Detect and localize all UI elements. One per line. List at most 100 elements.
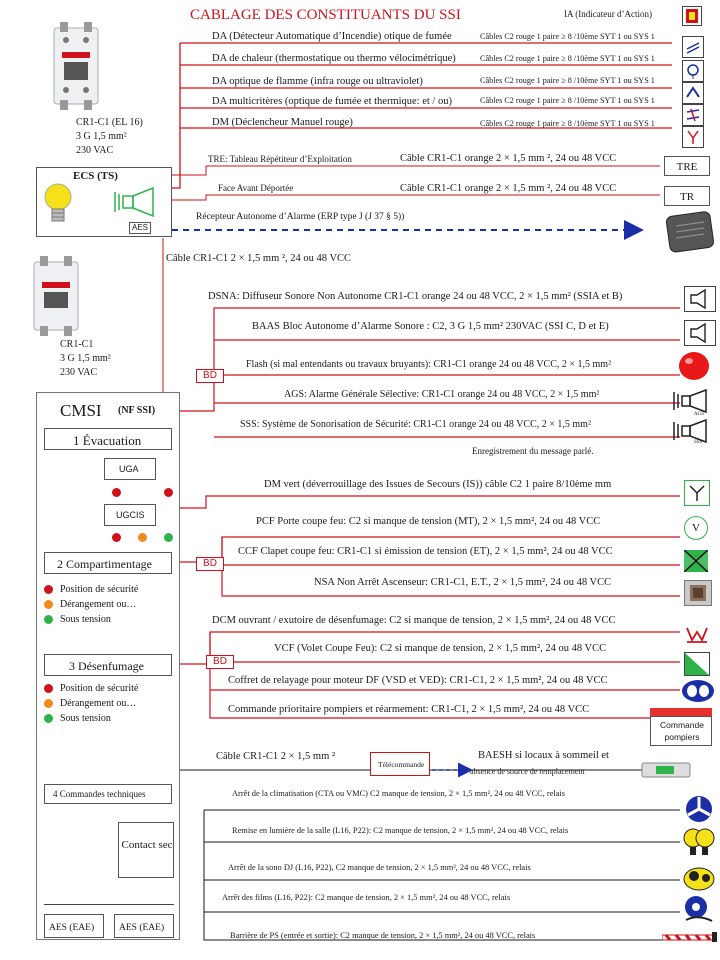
legend2-tension: Sous tension	[60, 713, 111, 724]
legend-position: Position de sécurité	[60, 584, 139, 595]
breaker1-voltage: 230 VAC	[76, 145, 114, 156]
section-evacuation[interactable]: 1 Évacuation	[44, 428, 172, 450]
breaker1-section: 3 G 1,5 mm²	[76, 131, 127, 142]
telecommande-label: Télécommande	[378, 760, 425, 769]
baesh-line1: BAESH si locaux à sommeil et	[478, 750, 609, 761]
erp-label: Récepteur Autonome d’Alarme (ERP type J …	[196, 212, 405, 222]
pcf-icon: V	[684, 516, 708, 540]
ia-indicator-icon	[682, 6, 702, 26]
circuit-breaker-1-icon	[50, 22, 102, 110]
dsna-icon	[684, 286, 716, 312]
section-commandes-label: 4 Commandes techniques	[53, 789, 146, 799]
multicriteria-detector-icon	[682, 104, 704, 126]
legend2-red-dot	[44, 684, 53, 693]
circuit-breaker-2-icon	[30, 256, 82, 336]
bd-compartimentage: BD	[196, 557, 224, 571]
legend2-position: Position de sécurité	[60, 683, 139, 694]
ugcis-led-red	[112, 533, 121, 542]
ecs-box: ECS (TS) AES	[36, 167, 172, 237]
bd-evacuation: BD	[196, 369, 224, 383]
legend-red-dot	[44, 585, 53, 594]
relay-box-label: Coffret de relayage pour moteur DF (VSD …	[228, 675, 608, 686]
breaker2-section: 3 G 1,5 mm²	[60, 353, 111, 364]
manual-call-point-icon	[682, 126, 704, 148]
barrier-icon	[662, 932, 718, 942]
tech-barrier-label: Barrière de PS (entrée et sortie): C2 ma…	[230, 931, 536, 940]
ags-siren-icon	[672, 388, 712, 414]
section-desenfumage-label: 3 Désenfumage	[69, 659, 144, 673]
ecs-title: ECS (TS)	[73, 170, 118, 182]
tech-hvac-label: Arrêt de la climatisation (CTA ou VMC) C…	[232, 789, 566, 798]
baesh-line2: absence de source de remplacement	[470, 767, 585, 776]
ugcis-box: UGCIS	[104, 504, 156, 526]
telecommande-box[interactable]: Télécommande	[370, 752, 430, 776]
uga-box: UGA	[104, 458, 156, 480]
aes-eae-left: AES (EAE)	[44, 914, 104, 938]
green-call-point-icon	[684, 480, 710, 506]
legend2-derangement: Dérangement ou…	[60, 698, 137, 709]
smoke-detector-icon	[682, 36, 704, 58]
sss-siren-icon	[672, 418, 712, 444]
tr-cable: Câble CR1-C1 orange 2 × 1,5 mm ², 24 ou …	[400, 183, 617, 194]
ccf-label: CCF Clapet coupe feu: CR1-C1 si émission…	[238, 546, 613, 557]
light-bulbs-icon	[682, 826, 716, 858]
section-compartimentage[interactable]: 2 Compartimentage	[44, 552, 172, 574]
nsa-label: NSA Non Arrêt Ascenseur: CR1-C1, E.T., 2…	[314, 577, 612, 588]
tre-tag: TRE	[664, 156, 710, 176]
commande-pompiers-top-bar	[650, 708, 712, 716]
tech-lighting-label: Remise en lumière de la salle (L16, P22)…	[232, 826, 569, 835]
tr-label: Face Avant Déportée	[218, 183, 294, 193]
tech-sound-label: Arrêt de la sono DJ (L16, P22), C2 manqu…	[228, 863, 531, 872]
cmsi-title: CMSI	[60, 401, 102, 420]
aes-eae-right-label: AES (EAE)	[119, 923, 165, 933]
legend-green-dot	[44, 615, 53, 624]
tech-cable-label: Câble CR1-C1 2 × 1,5 mm ²	[216, 751, 336, 762]
section-commandes[interactable]: 4 Commandes techniques	[44, 784, 172, 804]
flame-detector-icon	[682, 82, 704, 104]
detector-manual-label: DM (Déclencheur Manuel rouge)	[212, 117, 353, 128]
flash-beacon-icon	[676, 350, 712, 382]
legend-tension: Sous tension	[60, 614, 111, 625]
legend2-green-dot	[44, 714, 53, 723]
sss-label: SSS: Système de Sonorisation de Sécurité…	[240, 419, 591, 430]
aes-eae-left-label: AES (EAE)	[49, 923, 95, 933]
detector-heat-label: DA de chaleur (thermostatique ou thermo …	[212, 53, 456, 64]
ecs-aes-label: AES	[129, 222, 152, 234]
ugcis-led-orange	[138, 533, 147, 542]
vcf-damper-icon	[684, 652, 710, 676]
ia-label: IA (Indicateur d’Action)	[564, 9, 652, 19]
detector-manual-cable: Câbles C2 rouge 1 paire ≥ 8 /10ème SYT 1…	[480, 119, 655, 128]
baas-icon	[684, 320, 716, 346]
section-compartimentage-label: 2 Compartimentage	[57, 557, 152, 571]
commande-pompiers-label: Commande pompiers	[660, 720, 704, 742]
aes-eae-right: AES (EAE)	[114, 914, 174, 938]
siren-icon	[113, 186, 163, 218]
bd-desenfumage: BD	[206, 655, 234, 669]
baesh-lamp-icon	[638, 758, 694, 782]
tre-label: TRE: Tableau Répétiteur d’Exploitation	[208, 154, 352, 164]
dcm-label: DCM ouvrant / exutoire de désenfumage: C…	[212, 615, 616, 626]
commande-pompiers-box[interactable]: Commande pompiers	[650, 716, 712, 746]
dm-vert-label: DM vert (déverrouillage des Issues de Se…	[264, 479, 612, 490]
section-evacuation-label: 1 Évacuation	[73, 433, 142, 448]
detector-multi-label: DA multicritères (optique de fumée et th…	[212, 96, 452, 107]
page-title: CABLAGE DES CONSTITUANTS DU SSI	[190, 7, 461, 23]
detector-smoke-label: DA (Détecteur Automatique d’Incendie) ot…	[212, 31, 452, 42]
tech-films-label: Arrêt des films (L16, P22): C2 manque de…	[222, 893, 511, 902]
detector-heat-cable: Câbles C2 rouge 1 paire ≥ 8 /10ème SYT 1…	[480, 54, 655, 63]
contact-sec-label: Contact sec	[121, 839, 173, 851]
lightbulb-icon	[43, 182, 73, 226]
tre-cable: Câble CR1-C1 orange 2 × 1,5 mm ², 24 ou …	[400, 153, 617, 164]
hvac-fan-icon	[684, 794, 714, 824]
dsna-label: DSNA: Diffuseur Sonore Non Autonome CR1-…	[208, 291, 623, 302]
legend-orange-dot	[44, 600, 53, 609]
uga-label: UGA	[119, 464, 139, 474]
breaker1-ref: CR1-C1 (EL 16)	[76, 117, 143, 128]
flash-label: Flash (si mal entendants ou travaux bruy…	[246, 359, 612, 370]
detector-multi-cable: Câbles C2 rouge 1 paire ≥ 8 /10ème SYT 1…	[480, 96, 655, 105]
detector-flame-label: DA optique de flamme (infra rouge ou ult…	[212, 76, 423, 87]
detector-smoke-cable: Câbles C2 rouge 1 paire ≥ 8 /10ème SYT 1…	[480, 32, 655, 41]
legend-derangement: Dérangement ou…	[60, 599, 137, 610]
section-desenfumage[interactable]: 3 Désenfumage	[44, 654, 172, 676]
uga-led-right	[164, 488, 173, 497]
